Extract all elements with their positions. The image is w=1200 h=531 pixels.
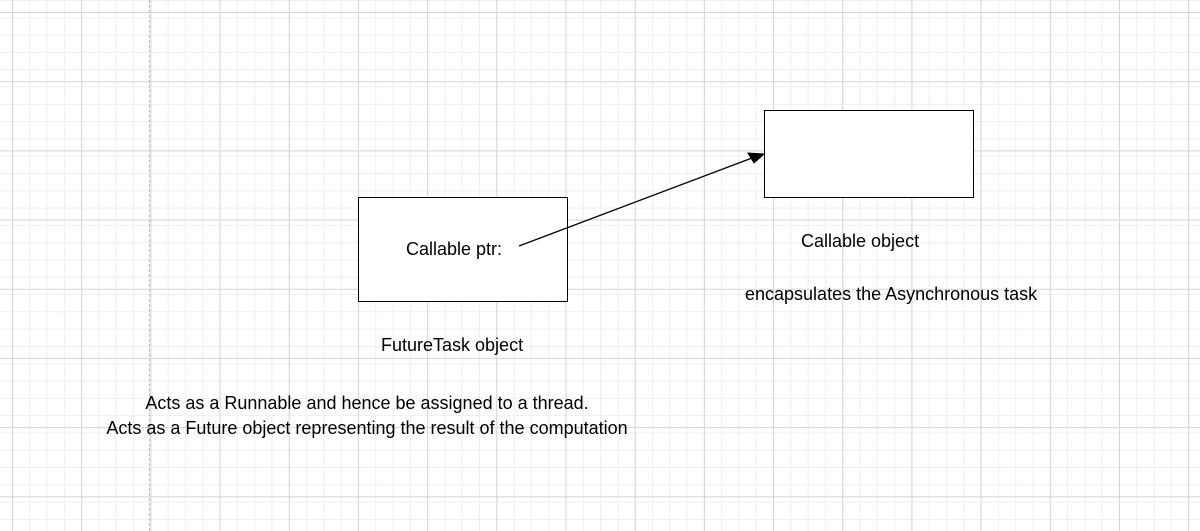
callable-description: encapsulates the Asynchronous task <box>745 284 1038 304</box>
page-break-guide <box>149 0 150 531</box>
pointer-arrowhead <box>747 152 766 164</box>
callable-caption: Callable object <box>801 231 920 251</box>
futuretask-description-line: Acts as a Future object representing the… <box>106 418 628 438</box>
futuretask-caption: FutureTask object <box>381 335 524 355</box>
callable-box[interactable] <box>764 110 974 198</box>
callable-pointer-label: Callable ptr: <box>406 239 503 259</box>
futuretask-description: Acts as a Runnable and hence be assigned… <box>60 391 674 441</box>
futuretask-description-line: Acts as a Runnable and hence be assigned… <box>145 393 589 413</box>
